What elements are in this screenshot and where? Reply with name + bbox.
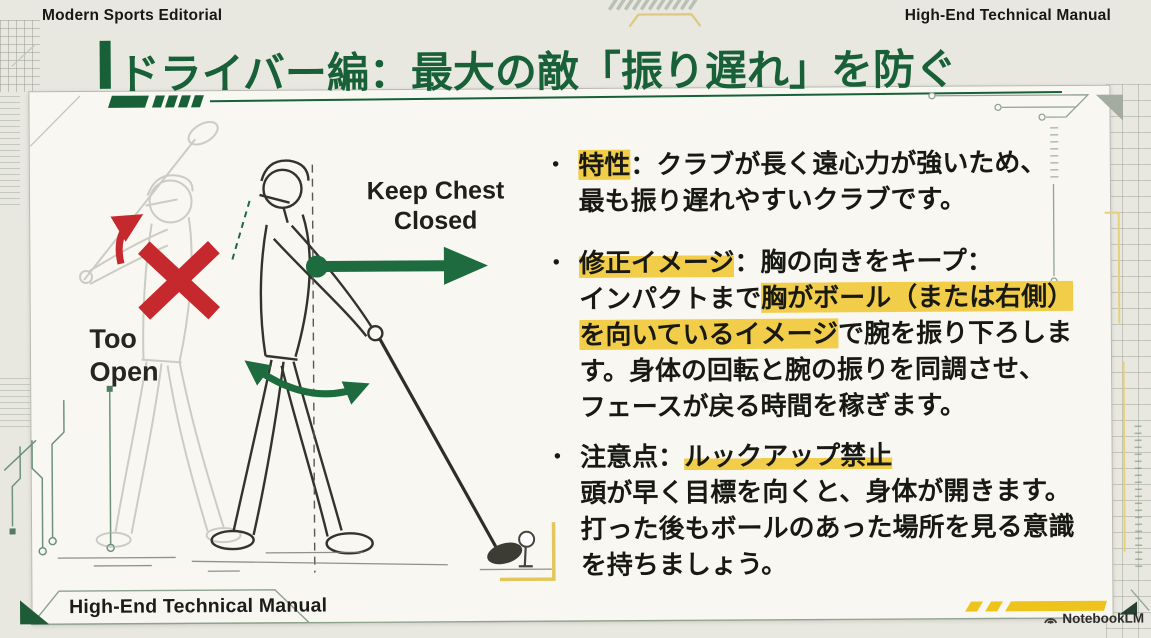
brand-logo: NotebookLM xyxy=(1043,611,1144,627)
corner-lines-top-left xyxy=(11,43,81,147)
bullet-text: 特性：クラブが長く遠心力が強いため、最も振り遅れやすいクラブです。 xyxy=(578,144,1112,219)
bullet-dot: • xyxy=(552,252,560,274)
corner-line-bottom-right xyxy=(1130,589,1150,611)
too-open-label: Too Open xyxy=(89,323,159,387)
text-segment: を持ちましょう。 xyxy=(580,548,788,580)
bullet-dot: • xyxy=(554,446,561,468)
footer-banner-label: High-End Technical Manual xyxy=(68,594,328,619)
text-segment: 最も振り遅れやすいクラブです。 xyxy=(578,183,967,216)
spine-guide-dashed-line xyxy=(311,164,316,573)
brand-name: NotebookLM xyxy=(1062,610,1145,627)
text-segment: インパクトまで xyxy=(579,282,762,314)
yellow-corner-bracket xyxy=(499,522,556,582)
eyebrow-left: Modern Sports Editorial xyxy=(42,7,223,24)
text-segment: 打った後もボールのあった場所を見る意識 xyxy=(580,510,1075,544)
eyebrow-right: High-End Technical Manual xyxy=(904,7,1111,24)
highlighted-text-segment: 特性 xyxy=(578,149,631,180)
bullet-item: • 特性：クラブが長く遠心力が強いため、最も振り遅れやすいクラブです。 xyxy=(552,144,1112,219)
bullet-item: • 注意点：ルックアップ禁止頭が早く目標を向くと、身体が開きます。打った後もボール… xyxy=(554,436,1115,583)
hip-rotation-arrow-icon xyxy=(244,360,370,405)
bullet-dot: • xyxy=(552,154,560,176)
chest-direction-arrow-icon xyxy=(323,246,488,285)
keep-chest-closed-label: Keep Chest Closed xyxy=(366,176,505,235)
page-title: ドライバー編：最大の敵「振り遅れ」を防ぐ xyxy=(117,45,958,98)
text-segment: す。身体の回転と腕の振りを同調させ、 xyxy=(579,353,1046,386)
footer-rule-line xyxy=(309,617,1072,624)
hatch-strip-top xyxy=(607,0,699,11)
bullet-text: 修正イメージ：胸の向きをキープ： インパクトまで胸がボール（または右側） を向いてい… xyxy=(578,242,1114,425)
ground-line xyxy=(57,551,552,572)
ruler-ticks-right xyxy=(1134,425,1143,569)
text-segment: 頭が早く目標を向くと、身体が開きます。 xyxy=(580,474,1071,508)
text-segment: で腕を振り下ろしま xyxy=(837,316,1073,349)
bullet-item: • 修正イメージ：胸の向きをキープ： インパクトまで胸がボール（または右側） を向いて… xyxy=(553,242,1114,425)
corner-triangle-top-right xyxy=(1095,94,1124,121)
error-arrow-icon xyxy=(110,214,144,265)
golf-ball xyxy=(518,530,536,568)
golf-club xyxy=(378,337,523,565)
text-segment: ：胸の向きをキープ： xyxy=(734,245,993,278)
highlighted-text-segment: 修正イメージ xyxy=(578,247,735,278)
bullet-text: 注意点：ルックアップ禁止頭が早く目標を向くと、身体が開きます。打った後もボールの… xyxy=(580,436,1115,583)
text-segment: フェースが戻る時間を稼ぎます。 xyxy=(579,389,967,422)
circuit-decoration-bottom-left xyxy=(3,385,115,556)
highlighted-text-segment: ルックアップ禁止 xyxy=(684,440,893,472)
chest-target-dot xyxy=(305,255,328,278)
banner-triangle xyxy=(19,600,50,625)
bullet-list: • 特性：クラブが長く遠心力が強いため、最も振り遅れやすいクラブです。 • 修正イメー… xyxy=(552,144,1115,583)
head-guide-dashed-line xyxy=(230,200,251,262)
highlighted-text-segment: 胸がボール（または右側） xyxy=(761,280,1074,313)
yellow-tab-outline xyxy=(628,13,702,28)
text-segment: ：クラブが長く遠心力が強いため、 xyxy=(630,147,1047,180)
highlighted-text-segment: を向いているイメージ xyxy=(579,318,839,350)
error-cross-icon xyxy=(138,241,221,320)
text-segment: 注意点： xyxy=(580,441,685,472)
notebooklm-icon xyxy=(1044,617,1058,624)
